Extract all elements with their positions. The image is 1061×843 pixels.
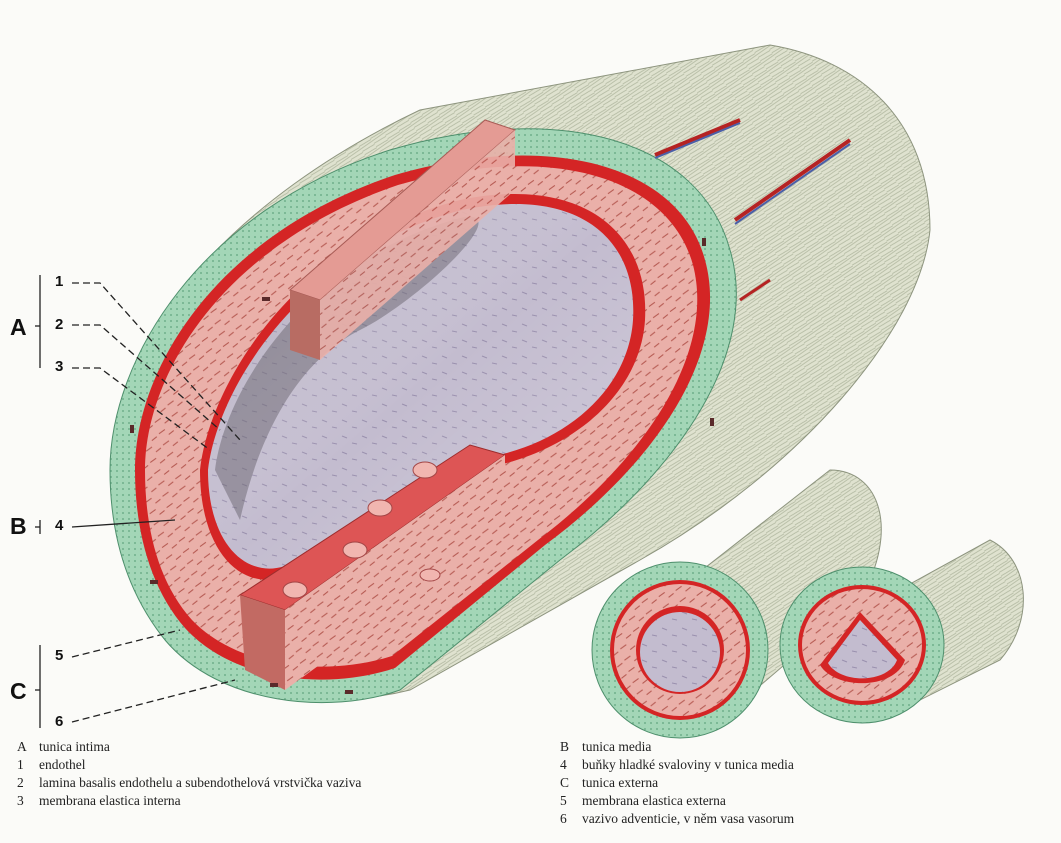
marker-3: 3 bbox=[55, 359, 63, 374]
marker-6: 6 bbox=[55, 714, 63, 729]
marker-b: B bbox=[10, 515, 27, 538]
marker-4: 4 bbox=[55, 518, 63, 533]
cut-slab-face bbox=[290, 290, 320, 360]
marker-a: A bbox=[10, 316, 27, 339]
marker-2: 2 bbox=[55, 317, 63, 332]
marker-5: 5 bbox=[55, 648, 63, 663]
marker-1: 1 bbox=[55, 274, 63, 289]
marker-c: C bbox=[10, 680, 27, 703]
